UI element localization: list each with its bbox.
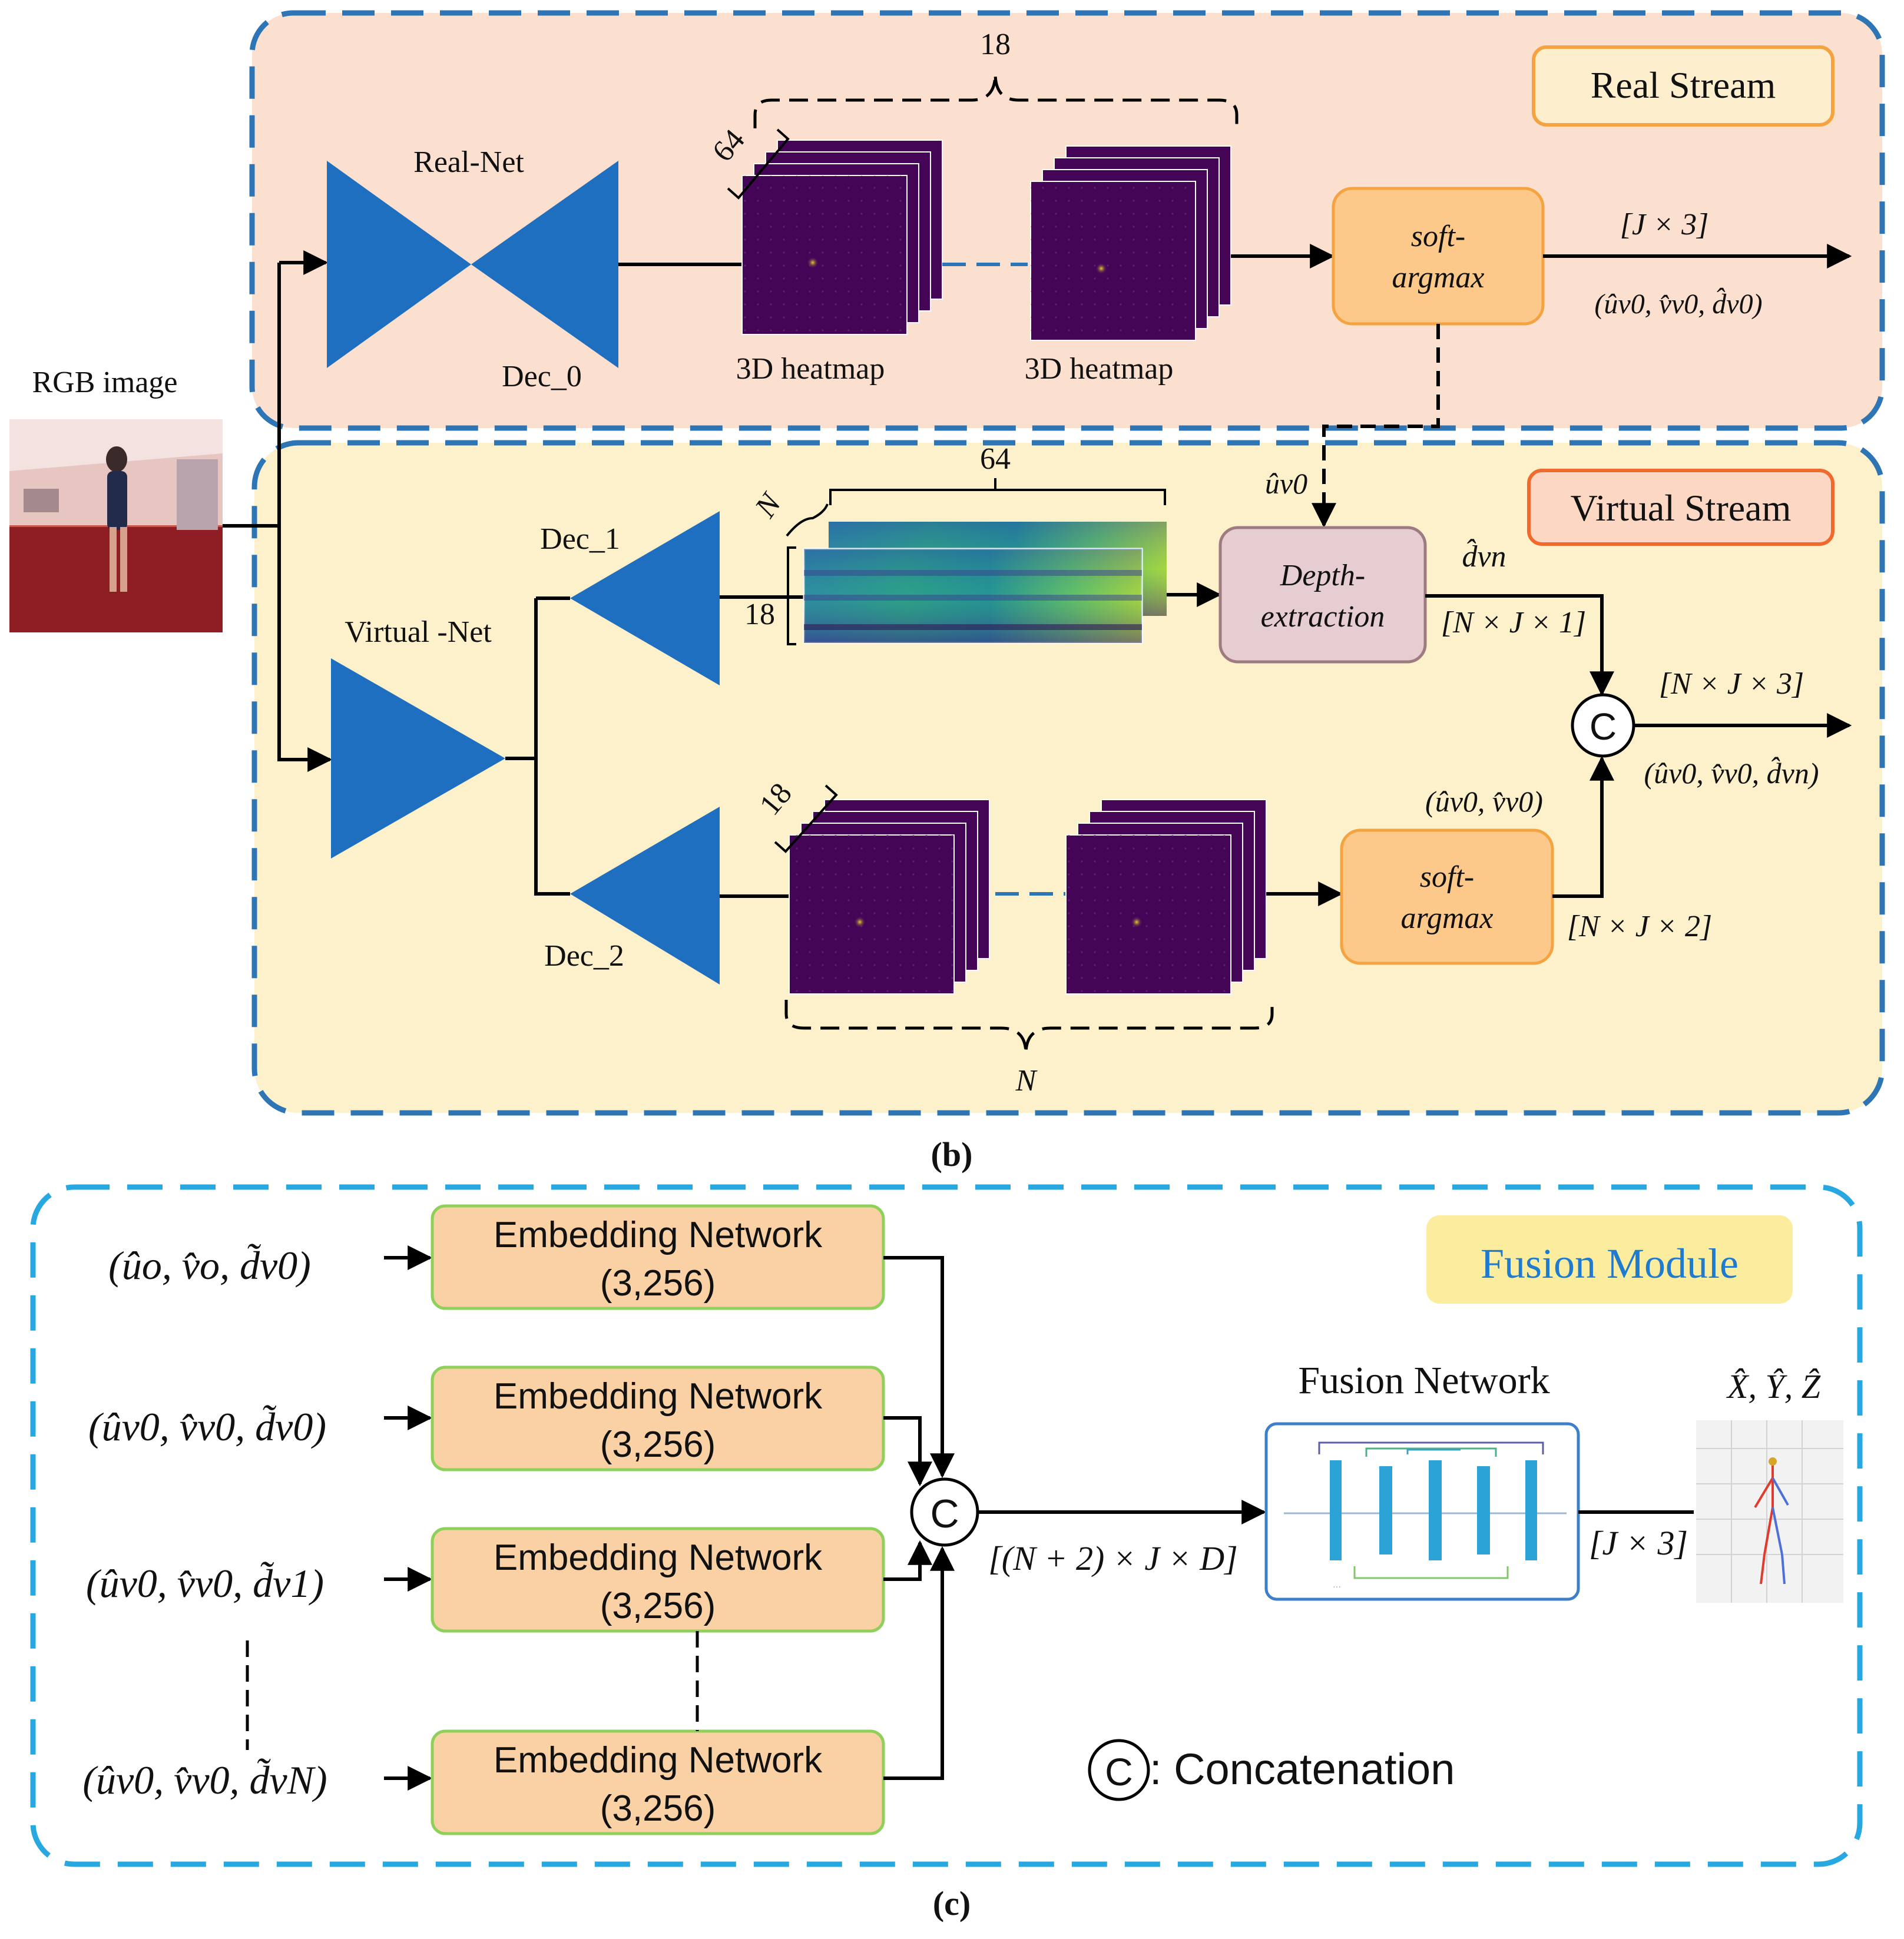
virtual-out-vars: (ûv0, v̂v0, d̂vn) [1644, 756, 1819, 790]
rgb-image-label: RGB image [32, 366, 178, 399]
virtual-net-label: Virtual -Net [345, 615, 492, 649]
fusion-network-diagram: ··· [1284, 1441, 1567, 1592]
real-net-label: Real-Net [413, 145, 524, 179]
real-heatmap-label-1: 3D heatmap [736, 352, 885, 386]
embedding-box-1-title: Embedding Network [494, 1376, 823, 1417]
legend-concat-circle [1088, 1739, 1150, 1801]
real-softargmax-line1: soft- [1411, 220, 1465, 253]
virtual-heatmap-stack-1 [789, 799, 990, 995]
dec0-label: Dec_0 [502, 360, 582, 393]
virtual-bracket-18b [774, 784, 838, 853]
real-bracket-64 [727, 128, 790, 200]
rgb-image-thumbnail [9, 419, 223, 632]
uv-label: (ûv0, v̂v0) [1425, 785, 1543, 818]
real-softargmax-box [1332, 187, 1545, 326]
real-net-encoder [327, 161, 471, 368]
virtual-softargmax-box [1340, 828, 1554, 965]
dec1-decoder [570, 511, 720, 685]
virtual-count-64: 64 [980, 442, 1011, 476]
embedding-box-3 [431, 1729, 885, 1835]
input-connectors [223, 250, 333, 772]
depth-extraction-box [1218, 526, 1427, 664]
dec2-decoder [570, 807, 720, 985]
xyz-label: X̂, Ŷ, Ẑ [1726, 1367, 1821, 1406]
pose-3d-plot [1696, 1420, 1843, 1603]
real-heatmap-label-2: 3D heatmap [1025, 352, 1174, 386]
real-heatmap-stack-1 [741, 140, 943, 335]
fusion-input-0: (ûo, v̂o, d̃v0) [108, 1243, 311, 1288]
embedding-box-0-dims: (3,256) [600, 1263, 716, 1304]
embedding-box-3-dims: (3,256) [600, 1788, 716, 1829]
u-v0-label: ûv0 [1265, 467, 1307, 500]
dec1-label: Dec_1 [540, 522, 620, 556]
dec2-label: Dec_2 [544, 939, 624, 973]
virtual-count-18: 18 [744, 598, 775, 631]
concat-dim: [(N + 2) × J × D] [988, 1539, 1238, 1577]
virtual-stream-badge [1527, 469, 1835, 546]
real-brace-18 [753, 73, 1239, 128]
real-out-dim: [J × 3] [1620, 208, 1709, 241]
real-stream-badge [1532, 45, 1835, 127]
real-stream-badge-label: Real Stream [1591, 64, 1776, 106]
dim-nj3: [N × J × 3] [1659, 667, 1804, 701]
dim-nj2: [N × J × 2] [1567, 910, 1712, 943]
virtual-net-encoder [331, 658, 505, 859]
softargmax-to-depth-connector [1312, 324, 1440, 528]
fusion-module-badge [1426, 1215, 1793, 1304]
depth-extraction-line1: Depth- [1280, 559, 1365, 592]
virtual-count-bottom-N: N [1015, 1064, 1038, 1098]
svg-text:···: ··· [1333, 1583, 1341, 1592]
virtual-depth-maps [803, 522, 1167, 644]
virtual-concat-symbol: C [1590, 705, 1617, 748]
virtual-stream-badge-label: Virtual Stream [1571, 487, 1792, 529]
virtual-branch-lines [505, 596, 570, 896]
fusion-concat-symbol: C [930, 1491, 959, 1536]
fusion-out-dim: [J × 3] [1589, 1524, 1688, 1562]
depth-extraction-line2: extraction [1261, 600, 1385, 634]
embedding-box-1-dims: (3,256) [600, 1424, 716, 1465]
virtual-softargmax-line1: soft- [1420, 860, 1474, 894]
fusion-network-title: Fusion Network [1298, 1359, 1549, 1402]
real-count-18: 18 [980, 28, 1011, 61]
virtual-bracket-N [786, 503, 829, 537]
dim-nj1: [N × J × 1] [1441, 606, 1586, 639]
virtual-bracket-18 [787, 546, 796, 645]
real-softargmax-line2: argmax [1392, 261, 1485, 294]
fusion-module-badge-label: Fusion Module [1481, 1240, 1739, 1287]
caption-c: (c) [933, 1884, 971, 1923]
caption-b: (b) [931, 1135, 973, 1174]
virtual-brace-N [784, 1000, 1274, 1055]
real-net-decoder [471, 161, 618, 368]
fusion-input-3: (ûv0, v̂v0, d̃vN) [82, 1758, 327, 1802]
real-out-vars: (ûv0, v̂v0, d̂v0) [1594, 287, 1762, 320]
fusion-input-2: (ûv0, v̂v0, d̃v1) [86, 1561, 324, 1606]
virtual-brace-64 [829, 489, 1166, 505]
legend-concat-text: : Concatenation [1150, 1745, 1455, 1794]
embedding-box-2-title: Embedding Network [494, 1537, 823, 1578]
legend-concat-symbol: C [1105, 1750, 1133, 1794]
depth-to-concat-line [1425, 594, 1614, 697]
fusion-input-1: (ûv0, v̂v0, d̃v0) [88, 1404, 326, 1449]
input-arrows [384, 1245, 433, 1791]
d-vn-label: d̂vn [1462, 538, 1506, 574]
embedding-to-concat-lines [883, 1256, 955, 1780]
softargmax-to-concat-line [1552, 755, 1614, 898]
embedding-box-2-dims: (3,256) [600, 1586, 716, 1626]
virtual-softargmax-line2: argmax [1401, 901, 1494, 935]
real-heatmap-stack-2 [1030, 145, 1231, 341]
embedding-box-0-title: Embedding Network [494, 1215, 823, 1255]
virtual-heatmap-stack-2 [1065, 799, 1267, 995]
embedding-box-3-title: Embedding Network [494, 1740, 823, 1781]
